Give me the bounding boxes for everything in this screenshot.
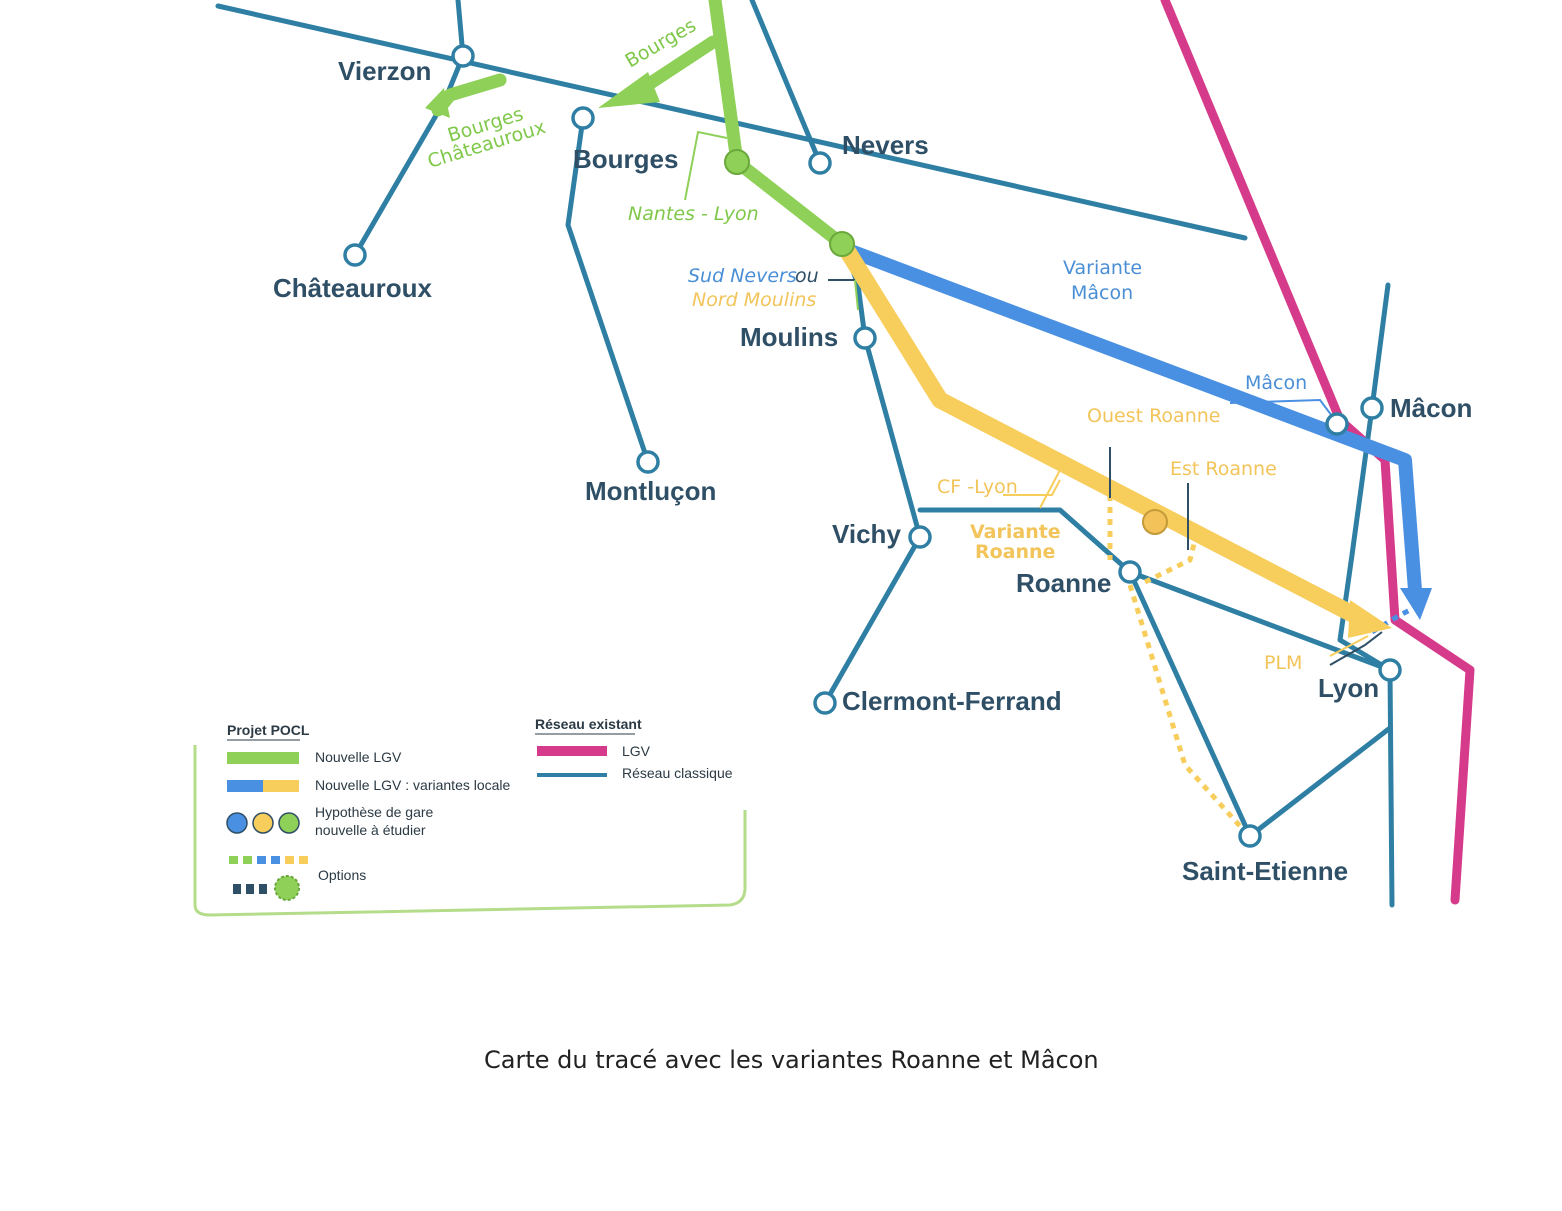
route-label-variante-macon-1: Variante (1063, 257, 1142, 279)
legend-swatch-nouvelle-lgv (227, 752, 299, 764)
legend-label-options: Options (318, 867, 366, 883)
city-label-moulins: Moulins (740, 322, 838, 352)
legend: Projet POCL Nouvelle LGV Nouvelle LGV : … (193, 716, 747, 917)
variante-roanne-arrowhead (1348, 600, 1392, 638)
route-label-variante-macon-2: Mâcon (1071, 282, 1133, 304)
station-nevers (808, 151, 832, 175)
route-label-variante-roanne-2: Roanne (975, 541, 1055, 563)
route-label-nord-moulins: Nord Moulins (692, 289, 816, 311)
station-roanne (1118, 560, 1142, 584)
variante-macon-arrowhead (1400, 588, 1432, 620)
station-bourges (571, 106, 595, 130)
route-label-est-roanne: Est Roanne (1170, 458, 1277, 480)
route-label-ou: ou (795, 265, 819, 287)
station-macon (1360, 396, 1384, 420)
legend-label-lgv: LGV (622, 743, 651, 759)
route-label-macon-small: Mâcon (1245, 372, 1307, 394)
stations (343, 44, 1402, 848)
station-saint-etienne (1238, 824, 1262, 848)
legend-dotted-options (229, 856, 308, 901)
bourges-arrowhead (598, 72, 660, 108)
city-label-saint-etienne: Saint-Etienne (1182, 856, 1348, 886)
station-lyon (1378, 658, 1402, 682)
map-caption: Carte du tracé avec les variantes Roanne… (484, 1046, 1099, 1074)
legend-swatch-reseau-classique (537, 773, 607, 777)
station-vierzon (451, 44, 475, 68)
station-macon-new (1325, 412, 1349, 436)
new-station-green-1 (724, 149, 750, 175)
route-label-nantes-lyon: Nantes - Lyon (628, 203, 759, 225)
city-label-chateauroux: Châteauroux (273, 273, 432, 303)
legend-station-green (278, 812, 300, 834)
variante-macon-line (841, 243, 1422, 597)
city-label-montlucon: Montluçon (585, 476, 716, 506)
city-label-bourges: Bourges (573, 144, 678, 174)
route-label-variante-roanne-1: Variante (970, 521, 1061, 543)
route-label-plm: PLM (1264, 652, 1302, 674)
station-vichy (908, 525, 932, 549)
classic-network-lines (215, 0, 1395, 908)
city-label-nevers: Nevers (842, 130, 929, 160)
legend-frame (193, 745, 747, 917)
variante-roanne-line (839, 243, 1369, 627)
legend-swatch-variante-yellow (263, 780, 299, 792)
legend-swatch-lgv (537, 746, 607, 756)
option-dotted-lines (1107, 495, 1422, 837)
route-label-cf-lyon: CF -Lyon (937, 476, 1018, 498)
city-label-clermont: Clermont-Ferrand (842, 686, 1062, 716)
city-label-roanne: Roanne (1016, 568, 1111, 598)
legend-label-hypothese-2: nouvelle à étudier (315, 822, 426, 838)
legend-label-hypothese-1: Hypothèse de gare (315, 804, 434, 820)
route-label-sud-nevers: Sud Nevers (688, 265, 797, 287)
existing-lgv-lines (1160, 0, 1475, 905)
city-label-macon: Mâcon (1390, 393, 1472, 423)
legend-label-nouvelle-lgv-variantes: Nouvelle LGV : variantes locale (315, 777, 511, 793)
route-label-ouest-roanne: Ouest Roanne (1087, 405, 1220, 427)
legend-station-yellow (252, 812, 274, 834)
legend-label-reseau-classique: Réseau classique (622, 765, 733, 781)
legend-station-blue (226, 812, 248, 834)
legend-label-nouvelle-lgv: Nouvelle LGV (315, 749, 402, 765)
label-leader-lines (684, 130, 1383, 666)
city-label-vierzon: Vierzon (338, 56, 431, 86)
station-montlucon (636, 450, 660, 474)
new-station-yellow (1142, 509, 1168, 535)
new-station-green-2 (829, 231, 855, 257)
chateauroux-arrowhead (425, 88, 450, 118)
legend-swatch-variante-blue (227, 780, 263, 792)
station-chateauroux (343, 243, 367, 267)
legend-reseau-title: Réseau existant (535, 716, 642, 732)
station-moulins (853, 326, 877, 350)
city-label-vichy: Vichy (832, 519, 901, 549)
city-label-lyon: Lyon (1318, 673, 1379, 703)
station-clermont (813, 691, 837, 715)
legend-projet-title: Projet POCL (227, 722, 310, 738)
